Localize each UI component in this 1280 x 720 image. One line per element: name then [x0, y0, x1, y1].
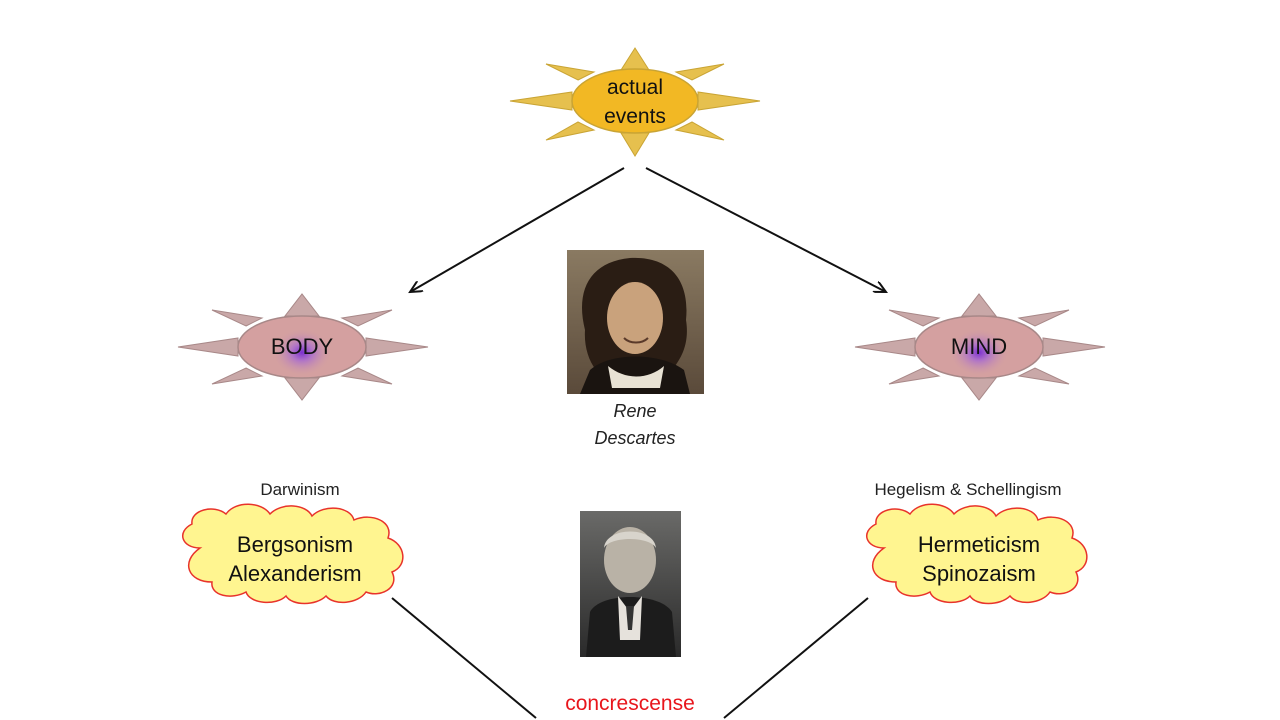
left-cloud-line2: Alexanderism [228, 561, 362, 586]
concrescence-label: concrescense [565, 692, 695, 715]
mind-glow [949, 326, 1009, 374]
right-cloud-line1: Hermeticism [917, 532, 1041, 557]
body-sun-node[interactable] [177, 293, 429, 401]
right-cloud-text: Hermeticism Spinozaism [884, 530, 1074, 588]
whitehead-portrait [580, 511, 681, 657]
actual-events-sun-node[interactable] [509, 47, 761, 157]
arrow-to-body [410, 167, 625, 292]
body-label: BODY [270, 334, 334, 359]
actual-events-label: actual events [575, 73, 695, 131]
actual-events-line2: events [604, 105, 666, 128]
left-school-caption: Darwinism [260, 480, 340, 499]
left-cloud-line1: Bergsonism [236, 532, 354, 557]
actual-events-ellipse [571, 68, 699, 134]
line-hermeticism-to-concrescence [723, 597, 869, 719]
right-cloud-shape[interactable] [866, 503, 1088, 605]
body-glow [272, 326, 332, 374]
descartes-portrait [567, 250, 704, 394]
right-school-caption: Hegelism & Schellingism [874, 480, 1062, 499]
left-cloud-text: Bergsonism Alexanderism [200, 530, 390, 588]
right-cloud-line2: Spinozaism [922, 561, 1036, 586]
mind-sun-node[interactable] [854, 293, 1106, 401]
line-bergsonism-to-concrescence [391, 597, 537, 719]
left-cloud-shape[interactable] [182, 503, 404, 605]
body-rays [177, 293, 429, 401]
descartes-first-name: Rene [613, 401, 657, 421]
arrow-to-mind [645, 167, 886, 292]
descartes-caption: Rene Descartes [555, 398, 715, 452]
actual-events-line1: actual [606, 76, 664, 99]
descartes-last-name: Descartes [594, 428, 676, 448]
mind-label: MIND [950, 334, 1008, 359]
